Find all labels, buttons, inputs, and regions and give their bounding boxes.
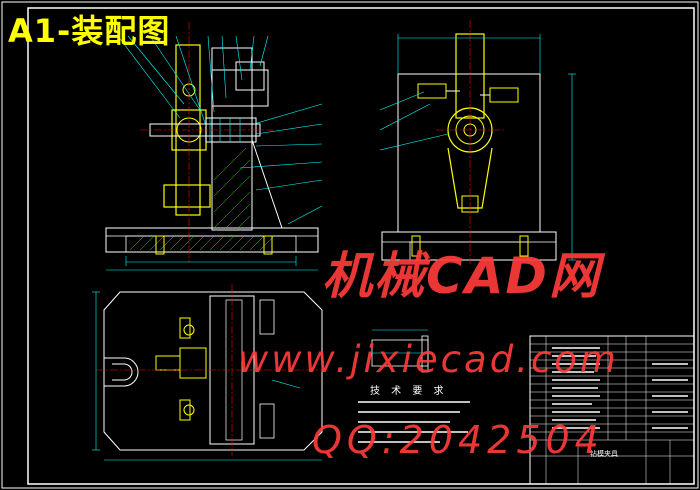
- plan-view: [92, 284, 330, 461]
- title-block: [529, 335, 695, 485]
- detail-sketch: [371, 329, 429, 373]
- watermark-line-1: 机械CAD网: [322, 247, 601, 305]
- front-view: [105, 22, 323, 271]
- side-view: [379, 20, 576, 264]
- watermark-line-3: QQ:2042504: [312, 418, 604, 462]
- tech-notes-lines: [358, 401, 470, 443]
- drawing-title: A1-装配图: [8, 12, 171, 50]
- watermark-line-2: www.jixiecad.com: [238, 338, 619, 381]
- inner-frame: [27, 7, 695, 485]
- title-block-name: 钻模夹具: [590, 450, 618, 458]
- tech-notes-heading: 技 术 要 求: [370, 386, 448, 397]
